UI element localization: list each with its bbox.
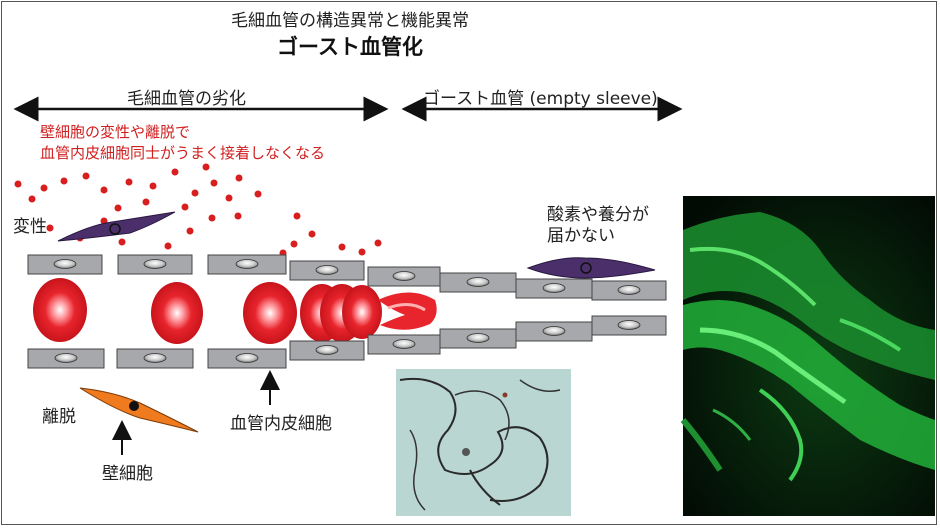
label-no-supply-1: 酸素や養分が [547,205,649,225]
figure-title: 毛細血管の構造異常と機能異常 [231,11,469,31]
histology-photo [396,369,571,516]
degenerated-pericyte [57,211,176,242]
label-detachment: 離脱 [42,407,76,427]
note-line-1: 壁細胞の変性や離脱で [40,123,191,141]
endothelial-cells-bottom [27,315,667,369]
label-degeneration: 変性 [13,217,47,237]
detached-pericyte [79,387,199,433]
fluorescence-photo [680,196,935,516]
label-endothelial-cell: 血管内皮細胞 [230,414,332,434]
label-pericyte: 壁細胞 [102,464,153,484]
figure-subtitle: ゴースト血管化 [277,35,423,59]
note-line-2: 血管内皮細胞同士がうまく接着しなくなる [40,144,326,162]
leakage-dots [14,163,382,257]
label-no-supply-2: 届かない [547,226,615,246]
endothelial-cells-top [27,254,667,301]
pericyte-on-ghost-vessel [526,257,656,279]
red-blood-cells [33,278,437,344]
